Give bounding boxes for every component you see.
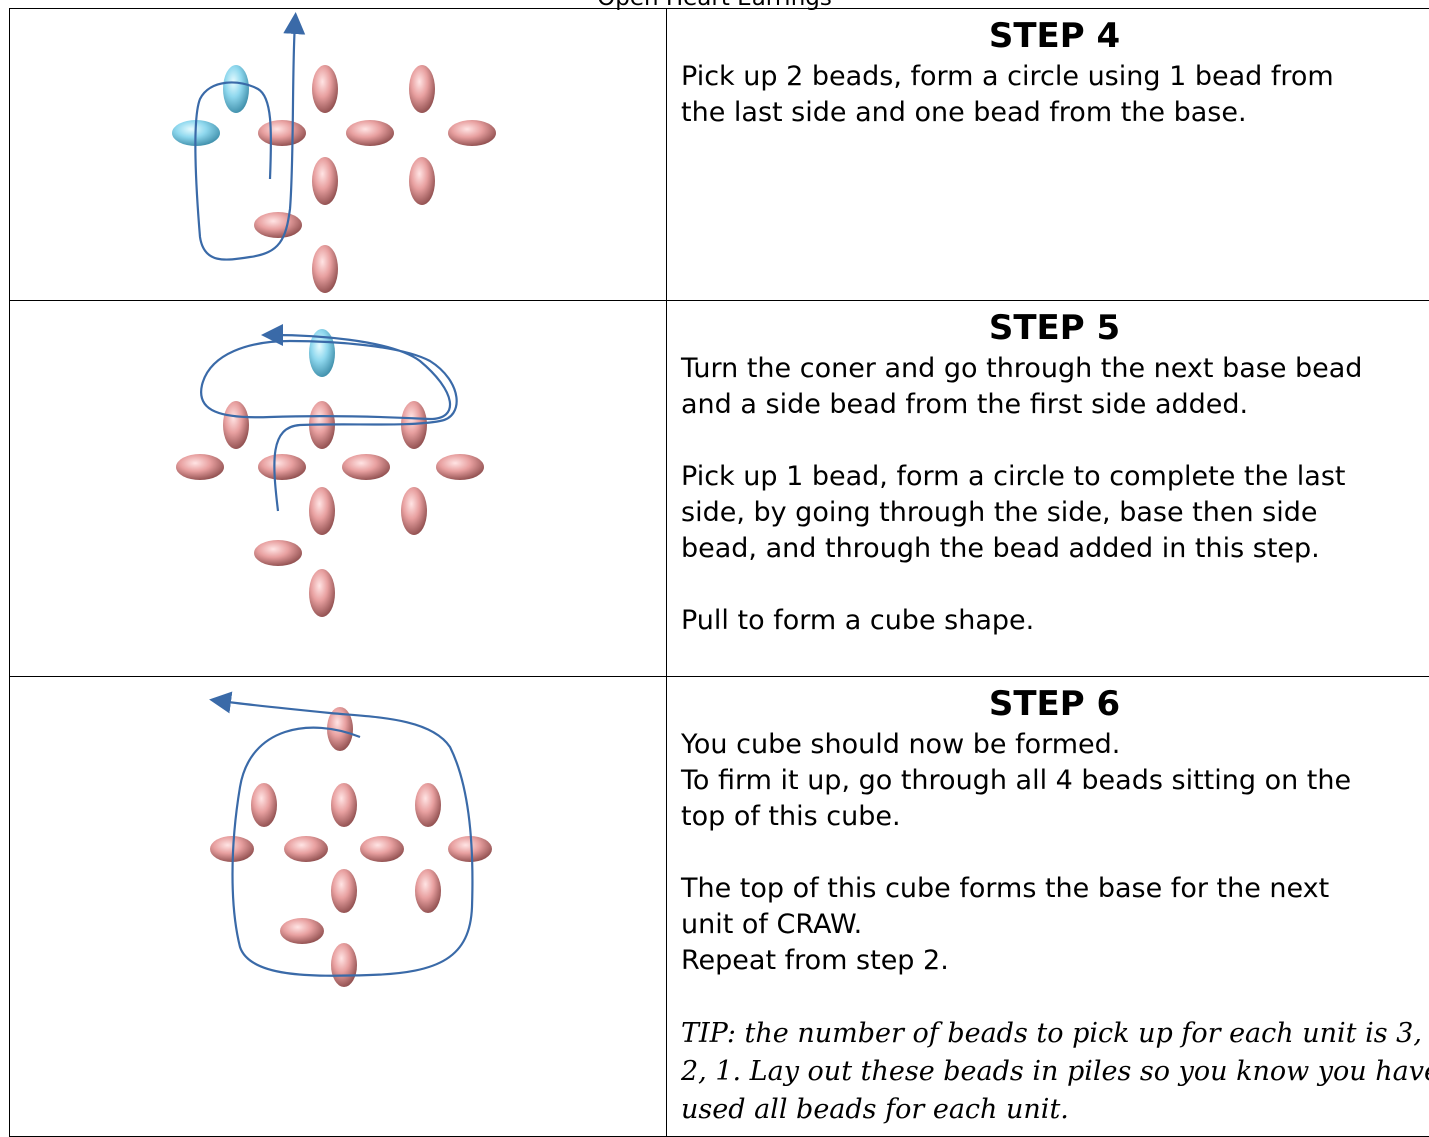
bead (258, 454, 306, 480)
text-line: You cube should now be formed. (681, 729, 1120, 760)
bead (331, 943, 357, 987)
bead (342, 454, 390, 480)
tip-text: TIP: the number of beads to pick up for … (681, 1015, 1429, 1129)
text-line: the last side and one bead from the base… (681, 97, 1247, 128)
text-line: and a side bead from the first side adde… (681, 389, 1248, 420)
text-line: unit of CRAW. (681, 909, 862, 940)
step-4-diagram (10, 9, 667, 301)
tip-line: 2, 1. Lay out these beads in piles so yo… (681, 1056, 1429, 1087)
bead (280, 918, 324, 944)
step-text: Pick up 1 bead, form a circle to complet… (681, 459, 1429, 567)
bead (415, 869, 441, 913)
text-line: side, by going through the side, base th… (681, 497, 1318, 528)
step-text: The top of this cube forms the base for … (681, 871, 1429, 979)
step-4-text: STEP 4 Pick up 2 beads, form a circle us… (667, 9, 1429, 301)
text-line: bead, and through the bead added in this… (681, 533, 1320, 564)
step-text: Turn the coner and go through the next b… (681, 351, 1429, 423)
text-line: Pull to form a cube shape. (681, 605, 1034, 636)
bead (331, 783, 357, 827)
bead (258, 120, 306, 146)
tip-line: TIP: the number of beads to pick up for … (681, 1018, 1429, 1049)
bead (176, 454, 224, 480)
step-title: STEP 5 (681, 309, 1429, 347)
step-row-6: STEP 6 You cube should now be formed. To… (10, 677, 1429, 1137)
bead (223, 65, 249, 113)
bead (309, 569, 335, 617)
bead (312, 157, 338, 205)
step-row-5: STEP 5 Turn the coner and go through the… (10, 301, 1429, 677)
bead (223, 401, 249, 449)
bead (251, 783, 277, 827)
step-6-diagram (10, 677, 667, 1137)
bead (401, 487, 427, 535)
bead (284, 836, 328, 862)
step-5-diagram (10, 301, 667, 677)
bead (415, 783, 441, 827)
step-5-bead-diagram (10, 301, 666, 675)
step-5-text: STEP 5 Turn the coner and go through the… (667, 301, 1429, 677)
step-text: You cube should now be formed. To firm i… (681, 727, 1429, 835)
bead (312, 245, 338, 293)
bead (360, 836, 404, 862)
text-line: Repeat from step 2. (681, 945, 949, 976)
step-6-bead-diagram (10, 677, 666, 1133)
step-6-text: STEP 6 You cube should now be formed. To… (667, 677, 1429, 1137)
bead (309, 487, 335, 535)
bead (312, 65, 338, 113)
step-4-bead-diagram (10, 9, 666, 299)
bead (254, 540, 302, 566)
bead (436, 454, 484, 480)
step-text: Pick up 2 beads, form a circle using 1 b… (681, 59, 1429, 131)
tip-line: used all beads for each unit. (681, 1094, 1069, 1125)
text-line: The top of this cube forms the base for … (681, 873, 1329, 904)
step-title: STEP 4 (681, 17, 1429, 55)
bead (409, 65, 435, 113)
bead (448, 120, 496, 146)
step-text: Pull to form a cube shape. (681, 603, 1429, 639)
text-line: Turn the coner and go through the next b… (681, 353, 1362, 384)
step-row-4: STEP 4 Pick up 2 beads, form a circle us… (10, 9, 1429, 301)
text-line: To firm it up, go through all 4 beads si… (681, 765, 1351, 796)
steps-table: STEP 4 Pick up 2 beads, form a circle us… (9, 8, 1429, 1137)
bead (254, 212, 302, 238)
text-line: top of this cube. (681, 801, 901, 832)
bead (409, 157, 435, 205)
bead (346, 120, 394, 146)
step-title: STEP 6 (681, 685, 1429, 723)
text-line: Pick up 2 beads, form a circle using 1 b… (681, 61, 1334, 92)
bead (331, 869, 357, 913)
text-line: Pick up 1 bead, form a circle to complet… (681, 461, 1345, 492)
